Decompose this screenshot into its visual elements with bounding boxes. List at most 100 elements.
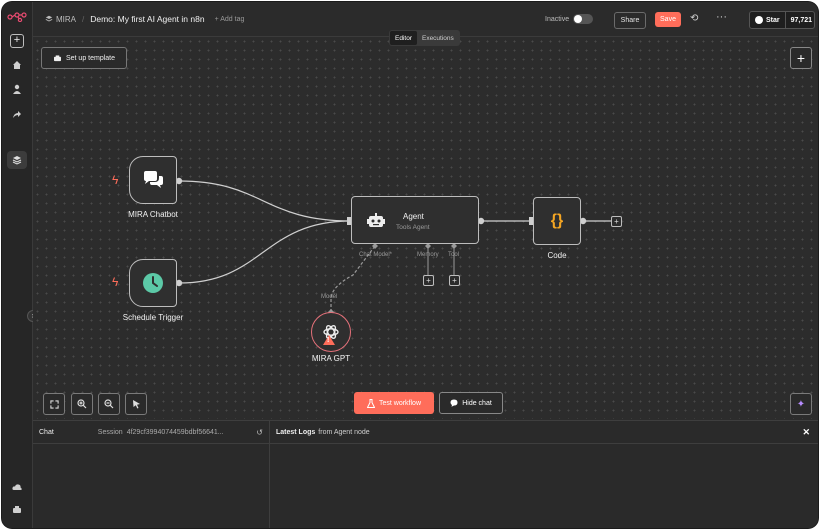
add-workflow-button[interactable]: + xyxy=(7,32,27,50)
setup-template-button[interactable]: Set up template xyxy=(41,47,127,69)
chatbot-node-label: MIRA Chatbot xyxy=(128,210,178,219)
cloud-icon[interactable] xyxy=(7,478,27,496)
project-name: MIRA xyxy=(56,14,76,24)
plus-icon: + xyxy=(10,34,24,48)
warning-icon xyxy=(323,335,335,345)
session-id: 4f29cf3994074459bdbf56641... xyxy=(126,428,224,436)
agent-node-subtitle: Tools Agent xyxy=(396,224,430,231)
ai-assistant-button[interactable]: ✦ xyxy=(790,393,812,415)
share-button[interactable]: Share xyxy=(614,12,646,29)
memory-port-label: Memory xyxy=(417,252,439,258)
fit-view-icon xyxy=(49,399,59,409)
connection-schedule-agent xyxy=(178,220,352,284)
layers-small-icon xyxy=(45,15,53,22)
logs-header: Latest Logs from Agent node ✕ xyxy=(270,421,818,444)
chat-pane: Chat Session 4f29cf3994074459bdbf56641..… xyxy=(33,421,270,528)
trigger-bolt-icon: ϟ xyxy=(112,173,119,187)
template-icon xyxy=(53,54,61,61)
tool-port-label: Tool xyxy=(448,252,460,258)
zoom-out-button[interactable] xyxy=(98,393,120,415)
chat-model-port-label: Chat Model* xyxy=(359,252,393,258)
chat-model-port xyxy=(372,243,378,249)
fit-view-button[interactable] xyxy=(43,393,65,415)
code-input-port xyxy=(529,217,533,225)
session-label: Session xyxy=(97,428,123,436)
gpt-model-node[interactable] xyxy=(311,312,351,352)
select-mode-button[interactable] xyxy=(125,393,147,415)
chatbot-output-port xyxy=(175,177,183,185)
n8n-logo-icon[interactable] xyxy=(7,8,27,26)
agent-input-port xyxy=(347,217,351,225)
breadcrumb-separator: / xyxy=(82,14,85,24)
tab-editor[interactable]: Editor xyxy=(390,31,417,45)
home-icon[interactable] xyxy=(7,56,27,74)
connection-gpt-model xyxy=(330,245,376,312)
share-arrow-icon[interactable] xyxy=(7,105,27,123)
logs-pane: Latest Logs from Agent node ✕ xyxy=(270,421,818,528)
test-workflow-button[interactable]: Test workflow xyxy=(354,392,434,414)
user-icon[interactable] xyxy=(7,80,27,98)
clock-icon xyxy=(143,273,163,293)
add-tag-link[interactable]: + Add tag xyxy=(214,15,245,23)
chat-header: Chat Session 4f29cf3994074459bdbf56641..… xyxy=(33,421,269,444)
hide-chat-button[interactable]: Hide chat xyxy=(439,392,503,414)
add-next-node-button[interactable]: + xyxy=(611,216,622,227)
active-toggle[interactable] xyxy=(573,14,593,24)
github-star-count: 97,721 xyxy=(790,16,813,24)
hide-chat-label: Hide chat xyxy=(462,399,492,407)
chatbot-node[interactable] xyxy=(129,156,177,204)
close-panel-icon[interactable]: ✕ xyxy=(802,426,810,437)
chat-title: Chat xyxy=(39,428,54,436)
trigger-bolt-icon: ϟ xyxy=(112,275,119,289)
chat-bubbles-icon xyxy=(144,171,163,188)
schedule-node-label: Schedule Trigger xyxy=(122,313,184,322)
code-node-label: Code xyxy=(547,251,567,260)
robot-icon xyxy=(367,213,385,227)
github-star-widget[interactable]: Star 97,721 xyxy=(749,11,815,29)
view-tabs: Editor Executions xyxy=(389,30,460,46)
reset-session-icon[interactable]: ↺ xyxy=(256,427,263,437)
tool-port xyxy=(451,243,457,249)
more-options-icon[interactable]: ··· xyxy=(716,11,727,23)
workflow-status-label: Inactive xyxy=(545,16,570,23)
workflow-title[interactable]: Demo: My first AI Agent in n8n xyxy=(90,14,205,24)
add-node-button[interactable]: + xyxy=(790,47,812,69)
code-node[interactable]: {} xyxy=(533,197,581,245)
setup-template-label: Set up template xyxy=(65,54,116,62)
code-braces-icon: {} xyxy=(550,212,564,229)
warning-mark: ! xyxy=(327,337,330,344)
history-icon[interactable]: ⟲ xyxy=(690,13,699,24)
save-button[interactable]: Save xyxy=(655,12,681,27)
add-tool-button[interactable]: + xyxy=(449,275,460,286)
model-port-label: Model xyxy=(321,294,338,300)
schedule-output-port xyxy=(175,279,183,287)
layers-icon[interactable] xyxy=(7,151,27,169)
zoom-in-icon xyxy=(77,399,87,409)
connections-layer xyxy=(175,177,611,315)
github-icon xyxy=(755,16,763,24)
logs-source: from Agent node xyxy=(318,428,370,436)
memory-port xyxy=(425,243,431,249)
connection-chatbot-agent xyxy=(178,180,352,222)
zoom-out-icon xyxy=(104,399,114,409)
github-star-button[interactable]: Star xyxy=(750,12,786,28)
agent-node-title: Agent xyxy=(403,212,424,221)
workflow-canvas[interactable]: Set up template + ϟ xyxy=(33,37,818,419)
breadcrumb-project[interactable]: MIRA xyxy=(45,15,76,24)
github-star-label: Star xyxy=(766,16,780,24)
gpt-node-label: MIRA GPT xyxy=(311,354,351,363)
tab-executions[interactable]: Executions xyxy=(421,34,454,42)
flask-icon xyxy=(366,398,375,408)
sparkle-icon: ✦ xyxy=(796,398,806,410)
zoom-in-button[interactable] xyxy=(71,393,93,415)
cursor-icon xyxy=(132,400,140,409)
bottom-panel: Chat Session 4f29cf3994074459bdbf56641..… xyxy=(33,420,818,528)
logs-title: Latest Logs xyxy=(276,428,316,436)
schedule-trigger-node[interactable] xyxy=(129,259,177,307)
code-output-port xyxy=(579,217,587,225)
left-sidebar: + › xyxy=(2,2,39,528)
agent-node[interactable]: Agent Tools Agent xyxy=(351,196,479,244)
add-memory-button[interactable]: + xyxy=(423,275,434,286)
settings-bundle-icon[interactable] xyxy=(7,500,27,518)
